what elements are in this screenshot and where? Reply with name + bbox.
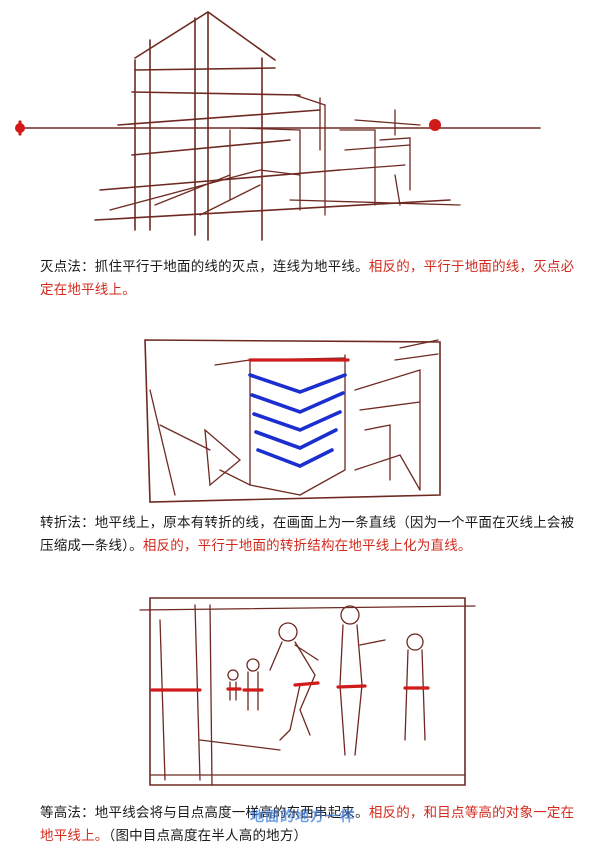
caption-3-red: 相反的，和目点等高的对象一定在地平线上。 [40,805,575,844]
sketch-equal-height [139,597,476,786]
caption-turning-method: 转折法：地平线上，原本有转折的线，在画面上为一条直线（因为一个平面在灭线上会被压… [40,512,580,558]
caption-1-black: 灭点法：抓住平行于地面的线的灭点，连线为地平线。 [40,259,369,275]
sketch-turning-lines [144,339,441,503]
caption-3-black: 等高法：地平线会将与目点高度一样高的东西串起来。 [40,805,369,821]
caption-vanishing-point: 灭点法：抓住平行于地面的线的灭点，连线为地平线。相反的，平行于地面的线，灭点必定… [40,256,580,302]
caption-1-red: 相反的，平行于地面的线，灭点必定在地平线上。 [40,259,575,298]
caption-3-tail: （图中目点高度在半人高的地方） [108,828,308,844]
sketch-vanishing-points [15,11,541,241]
vanishing-point-right [429,119,441,131]
vanishing-point-left [15,123,25,133]
caption-equal-height: 等高法：地平线会将与目点高度一样高的东西串起来。相反的，和目点等高的对象一定在地… [40,802,580,848]
caption-2-red: 相反的，平行于地面的转折结构在地平线上化为直线。 [142,538,472,554]
watermark: 地面的地方一样 [250,809,355,825]
caption-2-black: 转折法：地平线上，原本有转折的线，在画面上为一条直线（因为一个平面在灭线上会被压… [40,515,575,554]
